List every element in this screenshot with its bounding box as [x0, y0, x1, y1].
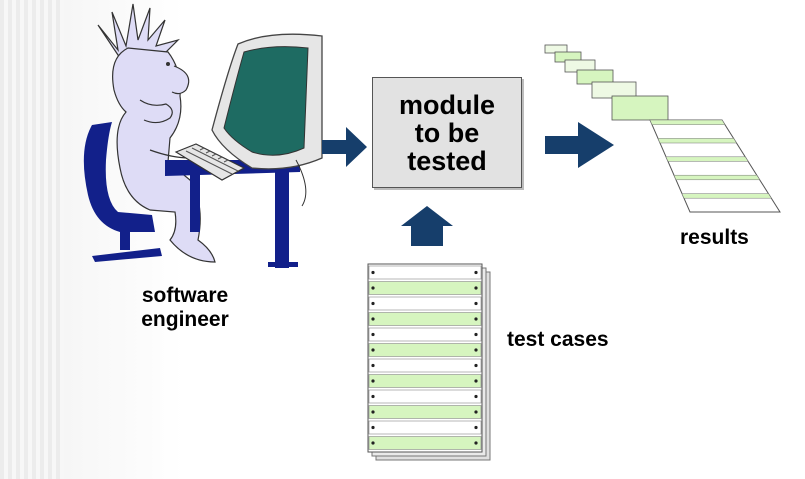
sprocket-hole	[371, 270, 375, 275]
printout-band	[665, 156, 749, 162]
paper-band	[368, 358, 482, 373]
paper-band	[368, 312, 482, 326]
sprocket-hole	[371, 410, 375, 414]
paper-band	[368, 405, 482, 419]
sprocket-hole	[474, 332, 478, 337]
sprocket-hole	[371, 317, 375, 321]
background-stripes	[0, 0, 64, 479]
sprocket-hole	[474, 286, 478, 290]
sprocket-hole	[371, 441, 375, 445]
printout-fold	[611, 95, 669, 121]
paper-band	[368, 327, 482, 342]
results-printout-icon	[544, 44, 781, 213]
sprocket-hole	[371, 425, 375, 430]
sprocket-hole	[474, 348, 478, 352]
arrow-right-icon	[545, 122, 614, 168]
paper-band	[368, 420, 482, 435]
sprocket-hole	[474, 410, 478, 414]
printout-fold	[591, 81, 637, 99]
sprocket-hole	[474, 363, 478, 368]
printout-band	[649, 119, 726, 125]
sprocket-hole	[474, 425, 478, 430]
sprocket-hole	[474, 379, 478, 383]
sprocket-hole	[474, 441, 478, 445]
paper-band	[368, 436, 482, 450]
sprocket-hole	[371, 394, 375, 399]
sprocket-hole	[371, 286, 375, 290]
sprocket-hole	[371, 332, 375, 337]
chair-icon	[83, 122, 162, 262]
printout-band	[657, 138, 737, 144]
sprocket-hole	[371, 363, 375, 368]
computer-monitor-icon	[211, 33, 323, 207]
module-to-be-tested-box: module to be tested	[372, 77, 522, 188]
sprocket-hole	[371, 379, 375, 383]
sprocket-hole	[474, 317, 478, 321]
sprocket-hole	[474, 394, 478, 399]
results-label: results	[680, 226, 749, 249]
test-cases-label: test cases	[507, 328, 609, 351]
sprocket-hole	[474, 270, 478, 275]
sprocket-hole	[371, 348, 375, 352]
sprocket-hole	[474, 301, 478, 306]
printout-band	[673, 174, 761, 181]
paper-band	[368, 343, 482, 357]
paper-band	[368, 296, 482, 311]
paper-band	[368, 374, 482, 388]
module-label: module to be tested	[398, 89, 495, 176]
keyboard-icon	[174, 143, 246, 181]
paper-band	[368, 281, 482, 295]
arrow-right-icon	[322, 127, 367, 167]
printout-band	[681, 193, 772, 199]
paper-band	[368, 265, 482, 280]
test-cases-stack-icon	[367, 263, 491, 461]
paper-band	[368, 389, 482, 404]
software-engineer-label: software engineer	[141, 284, 229, 331]
sprocket-hole	[371, 301, 375, 306]
arrow-up-icon	[401, 206, 453, 246]
software-engineer-figure	[83, 3, 216, 263]
